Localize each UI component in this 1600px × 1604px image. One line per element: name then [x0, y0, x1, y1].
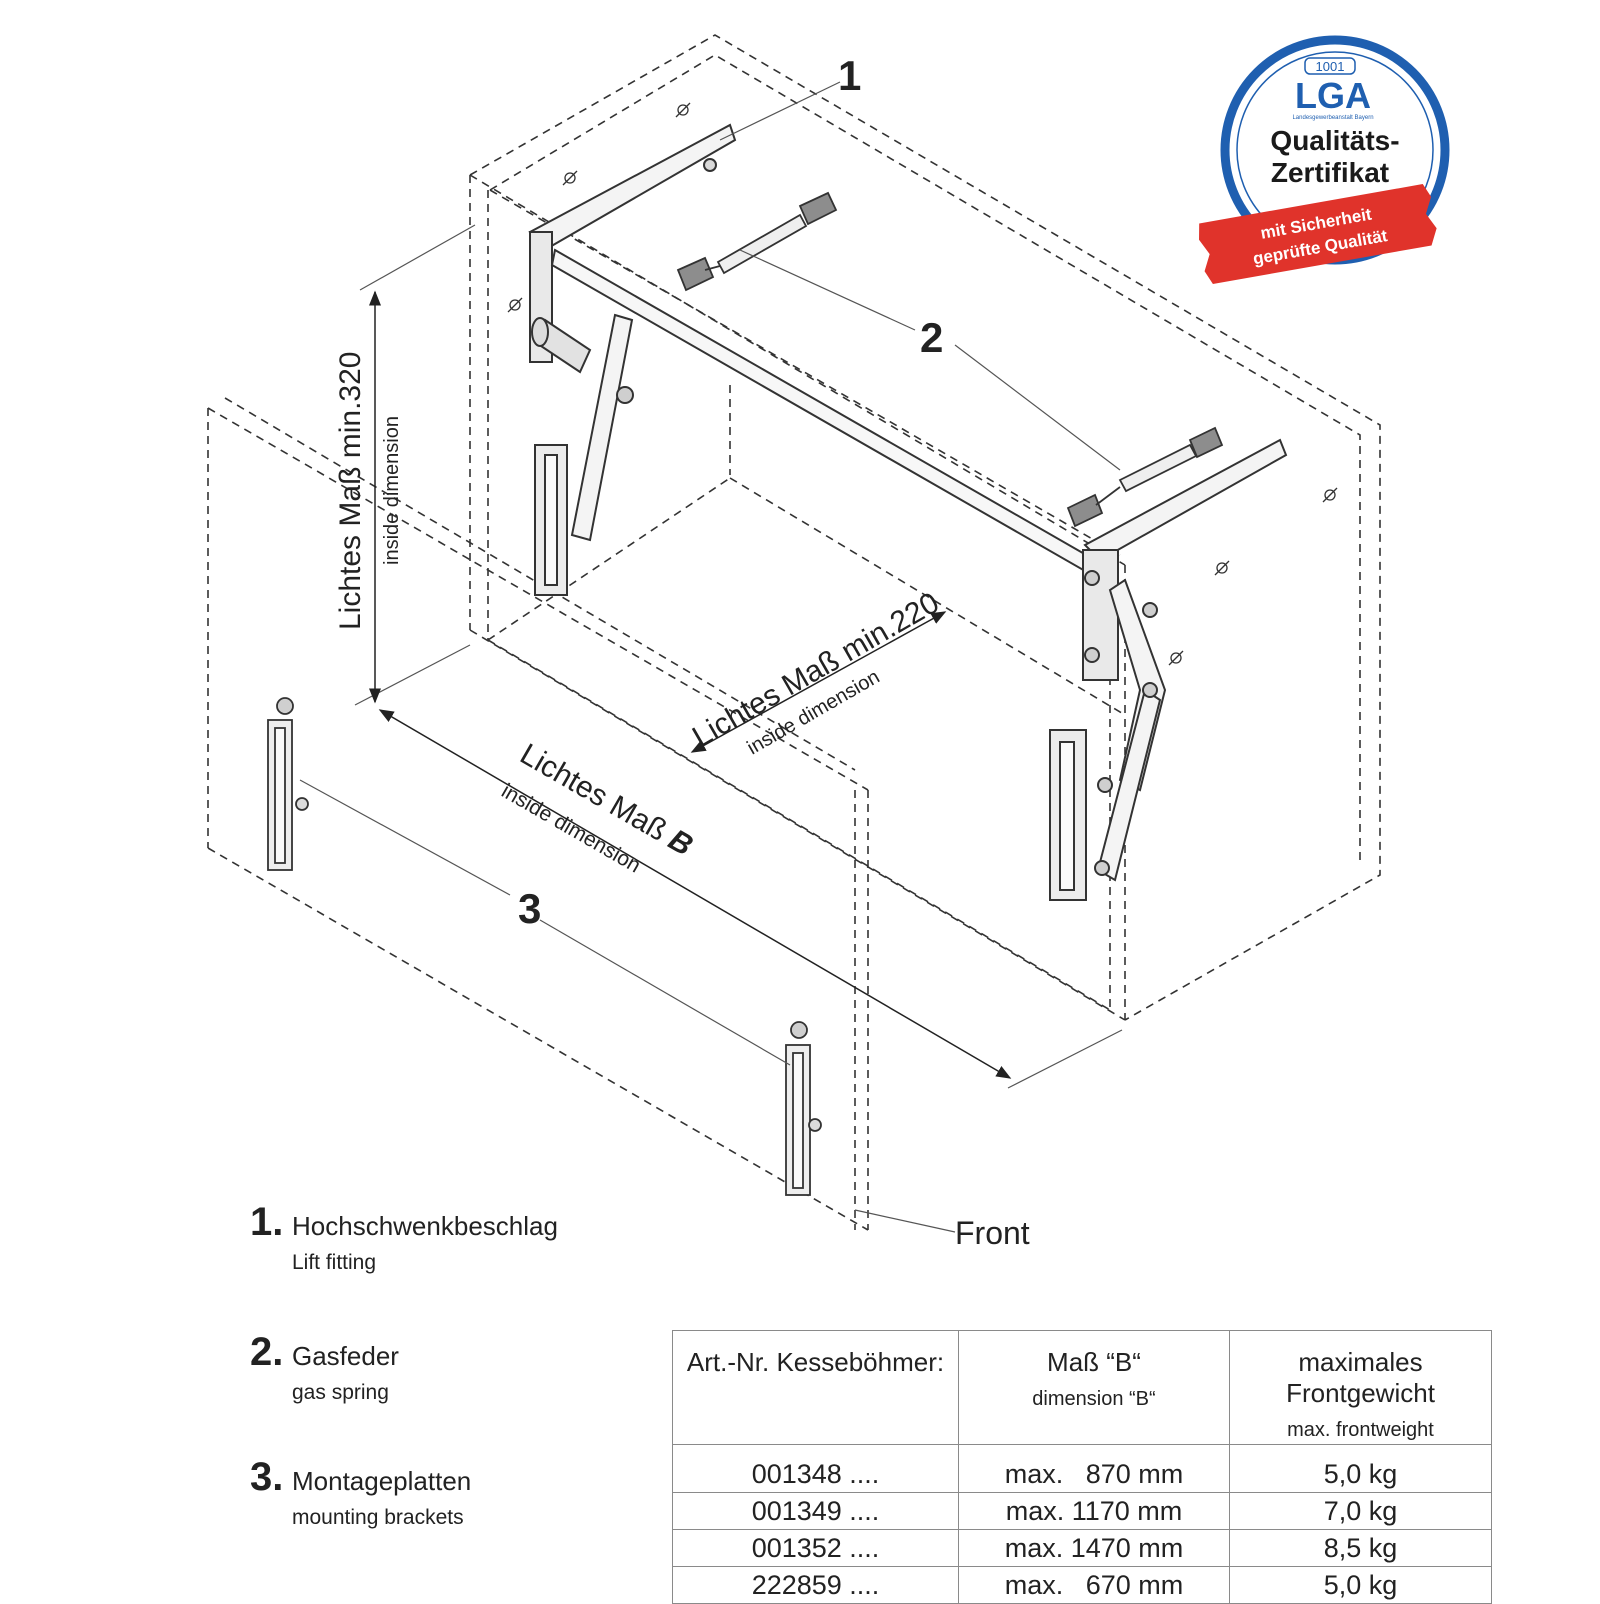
- callout-3: 3: [518, 885, 541, 932]
- legend-en-2: gas spring: [292, 1381, 389, 1404]
- legend-item-3: 3. Montageplatten mounting brackets: [250, 1455, 471, 1530]
- table-row: 001352 .... max. 1470 mm 8,5 kg: [672, 1529, 1492, 1567]
- badge-number: 1001: [1316, 59, 1345, 74]
- weight-cell: 7,0 kg: [1229, 1492, 1492, 1530]
- dimension-cell: max. 1170 mm: [958, 1492, 1230, 1530]
- mounting-bracket-right: [785, 1021, 822, 1196]
- table-row: 001349 .... max. 1170 mm 7,0 kg: [672, 1492, 1492, 1530]
- leader-lines: [299, 81, 1123, 1233]
- dimension-cell: max. 1470 mm: [958, 1529, 1230, 1567]
- article-number-cell: 001352 ....: [672, 1529, 959, 1567]
- dimension-cell: max. 870 mm: [958, 1444, 1230, 1493]
- height-dimension-sub: inside dimension: [381, 416, 403, 565]
- dimension-arrows: [369, 290, 1012, 1079]
- table-row: 222859 .... max. 670 mm 5,0 kg: [672, 1566, 1492, 1604]
- legend-item-1: 1. Hochschwenkbeschlag Lift fitting: [250, 1200, 558, 1275]
- badge-line1: Qualitäts-: [1270, 125, 1399, 156]
- weight-cell: 8,5 kg: [1229, 1529, 1492, 1567]
- article-number-cell: 001348 ....: [672, 1444, 959, 1493]
- legend-num-3: 3.: [250, 1455, 284, 1499]
- weight-cell: 5,0 kg: [1229, 1444, 1492, 1493]
- legend-de-1: Hochschwenkbeschlag: [292, 1211, 558, 1241]
- mounting-bracket-left: [267, 697, 309, 871]
- dimension-cell: max. 670 mm: [958, 1566, 1230, 1604]
- front-label: Front: [955, 1215, 1030, 1251]
- badge-org: Landesgewerbeanstalt Bayern: [1292, 115, 1373, 121]
- legend-num-2: 2.: [250, 1330, 284, 1374]
- depth-dimension-label: Lichtes Maß min.220: [687, 586, 945, 754]
- legend-num-1: 1.: [250, 1200, 284, 1244]
- gas-spring-lower: [1066, 426, 1224, 528]
- weight-cell: 5,0 kg: [1229, 1566, 1492, 1604]
- lga-quality-badge: 1001 LGA Landesgewerbeanstalt Bayern Qua…: [1199, 35, 1450, 284]
- article-number-cell: 001349 ....: [672, 1492, 959, 1530]
- legend-de-2: Gasfeder: [292, 1341, 399, 1371]
- gas-spring-upper: [676, 191, 838, 292]
- legend-de-3: Montageplatten: [292, 1466, 472, 1496]
- article-number-cell: 222859 ....: [672, 1566, 959, 1604]
- spec-table: Art.-Nr. Kesseböhmer: Maß “B“dimension “…: [672, 1330, 1492, 1604]
- callout-2: 2: [920, 314, 943, 361]
- legend-item-2: 2. Gasfeder gas spring: [250, 1330, 399, 1405]
- legend-en-3: mounting brackets: [292, 1506, 464, 1529]
- lift-fitting-left: [528, 123, 737, 596]
- header-article-number: Art.-Nr. Kesseböhmer:: [672, 1330, 959, 1445]
- cross-bar: [550, 248, 1097, 577]
- badge-logo: LGA: [1295, 75, 1371, 116]
- height-dimension-label: Lichtes Maß min.320: [334, 352, 367, 630]
- width-dimension-variable: B: [663, 823, 698, 862]
- spec-table-header: Art.-Nr. Kesseböhmer: Maß “B“dimension “…: [672, 1330, 1492, 1445]
- badge-line2: Zertifikat: [1271, 157, 1389, 188]
- header-dimension-b: Maß “B“dimension “B“: [958, 1330, 1230, 1445]
- callout-1: 1: [838, 52, 861, 99]
- screw-marks: [507, 102, 1338, 666]
- lift-fitting-right: [1049, 438, 1288, 901]
- legend-en-1: Lift fitting: [292, 1251, 377, 1274]
- table-row: 001348 .... max. 870 mm 5,0 kg: [672, 1444, 1492, 1493]
